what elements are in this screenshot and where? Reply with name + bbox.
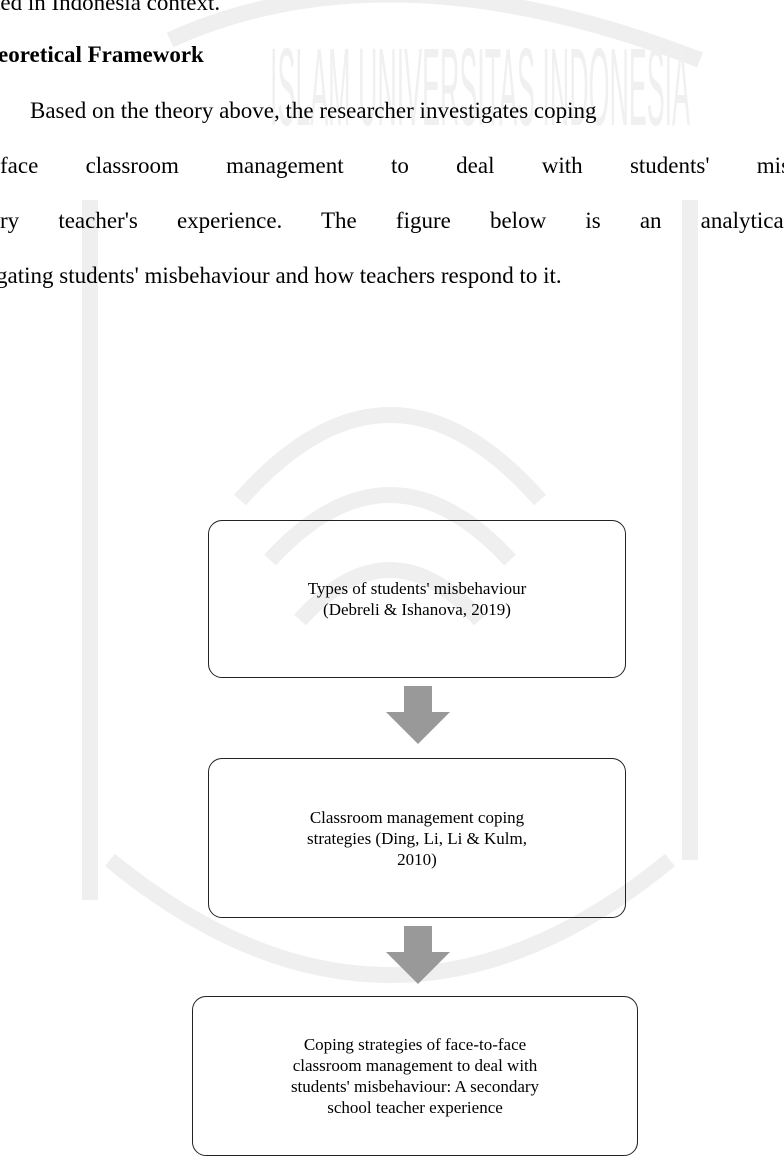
box2-line2: strategies (Ding, Li, Li & Kulm, — [306, 828, 528, 848]
text-line-3: face classroom management to deal with s… — [0, 151, 784, 181]
word: an — [639, 208, 662, 233]
word: management — [226, 153, 344, 178]
word: is — [585, 208, 601, 233]
box1-line2: (Debreli & Ishanova, 2019) — [323, 600, 511, 619]
word: to — [390, 153, 409, 178]
word: The — [321, 208, 357, 233]
down-arrow-icon — [386, 926, 450, 984]
word: deal — [456, 153, 495, 178]
box3-line2: classroom management to deal with — [292, 1056, 538, 1075]
diagram-box-coping-strategies: Classroom management coping strategies (… — [208, 758, 626, 918]
word: classroom — [85, 153, 179, 178]
word: face — [0, 153, 39, 178]
text-line-1: ted in Indonesia context. — [0, 0, 221, 15]
text-line-5: gating students' misbehaviour and how te… — [0, 263, 562, 288]
box2-line1: Classroom management coping — [309, 807, 525, 827]
diagram-box-research-title: Coping strategies of face-to-face classr… — [192, 996, 638, 1156]
word: ry — [0, 208, 20, 233]
box1-line1: Types of students' misbehaviour — [307, 579, 527, 598]
box3-line4: school teacher experience — [327, 1098, 503, 1117]
text-line-2: Based on the theory above, the researche… — [30, 98, 597, 123]
word: teacher's — [58, 208, 138, 233]
word: analytical — [700, 208, 784, 233]
box2-line3: 2010) — [397, 849, 437, 869]
section-heading: eoretical Framework — [0, 42, 204, 67]
box3-line3: students' misbehaviour: A secondary — [290, 1077, 540, 1096]
diagram-box-misbehaviour-types: Types of students' misbehaviour (Debreli… — [208, 520, 626, 678]
word: below — [489, 208, 547, 233]
box3-line1: Coping strategies of face-to-face — [303, 1035, 527, 1054]
watermark-text: ISLAM UNIVERSITAS INDONESIA — [270, 26, 690, 149]
word: experience. — [176, 208, 283, 233]
word: with — [541, 153, 583, 178]
word: figure — [395, 208, 451, 233]
text-line-4: ry teacher's experience. The figure belo… — [0, 206, 784, 236]
down-arrow-icon — [386, 686, 450, 744]
word: students' — [629, 153, 710, 178]
word: mis — [756, 153, 784, 178]
